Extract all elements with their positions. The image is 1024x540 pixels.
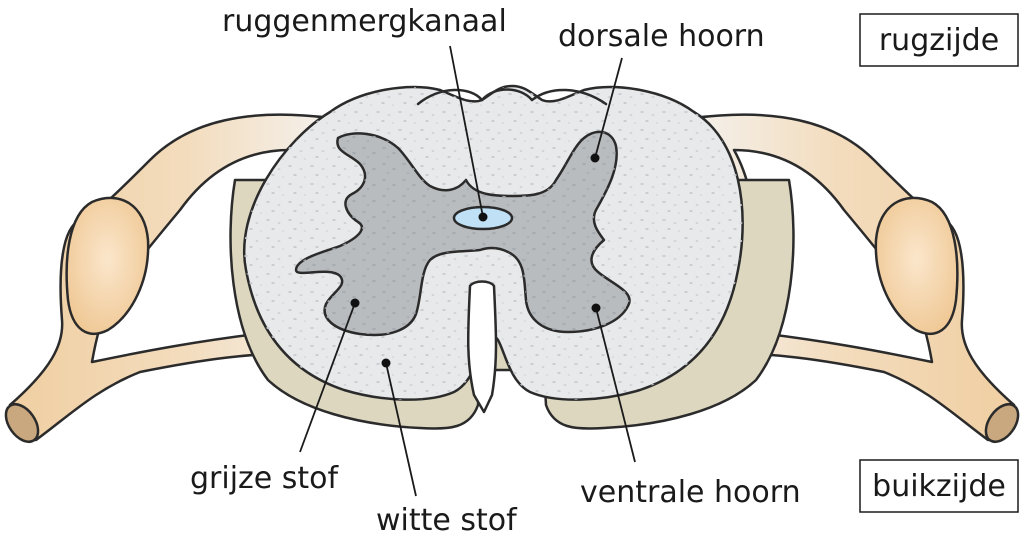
grey-matter-texture (296, 131, 630, 336)
ventral-median-fissure (466, 280, 498, 414)
leader-dorsal-horn (590, 57, 623, 163)
right-dorsal-root-ganglion (874, 196, 959, 335)
leader-white-matter (381, 358, 417, 497)
ventral-side-box: buikzijde (859, 459, 1019, 513)
label-dorsal-horn: dorsale hoorn (558, 19, 765, 54)
right-nerve-cut-end (984, 403, 1020, 443)
label-white-matter: witte stof (376, 503, 518, 538)
leader-central-canal (449, 45, 488, 222)
left-nerve-cut-end (4, 403, 40, 443)
left-dorsal-root-ganglion (65, 196, 150, 335)
label-ventral-horn: ventrale hoorn (580, 475, 801, 510)
label-dorsal-side: rugzijde (879, 23, 999, 58)
label-central-canal: ruggenmergkanaal (222, 4, 507, 39)
leader-grey-matter (299, 298, 360, 453)
dorsal-side-box: rugzijde (859, 13, 1019, 67)
label-ventral-side: buikzijde (872, 469, 1006, 504)
dorsal-median-sulcus (416, 88, 608, 106)
leader-ventral-horn (591, 303, 636, 463)
label-grey-matter: grijze stof (190, 461, 340, 496)
